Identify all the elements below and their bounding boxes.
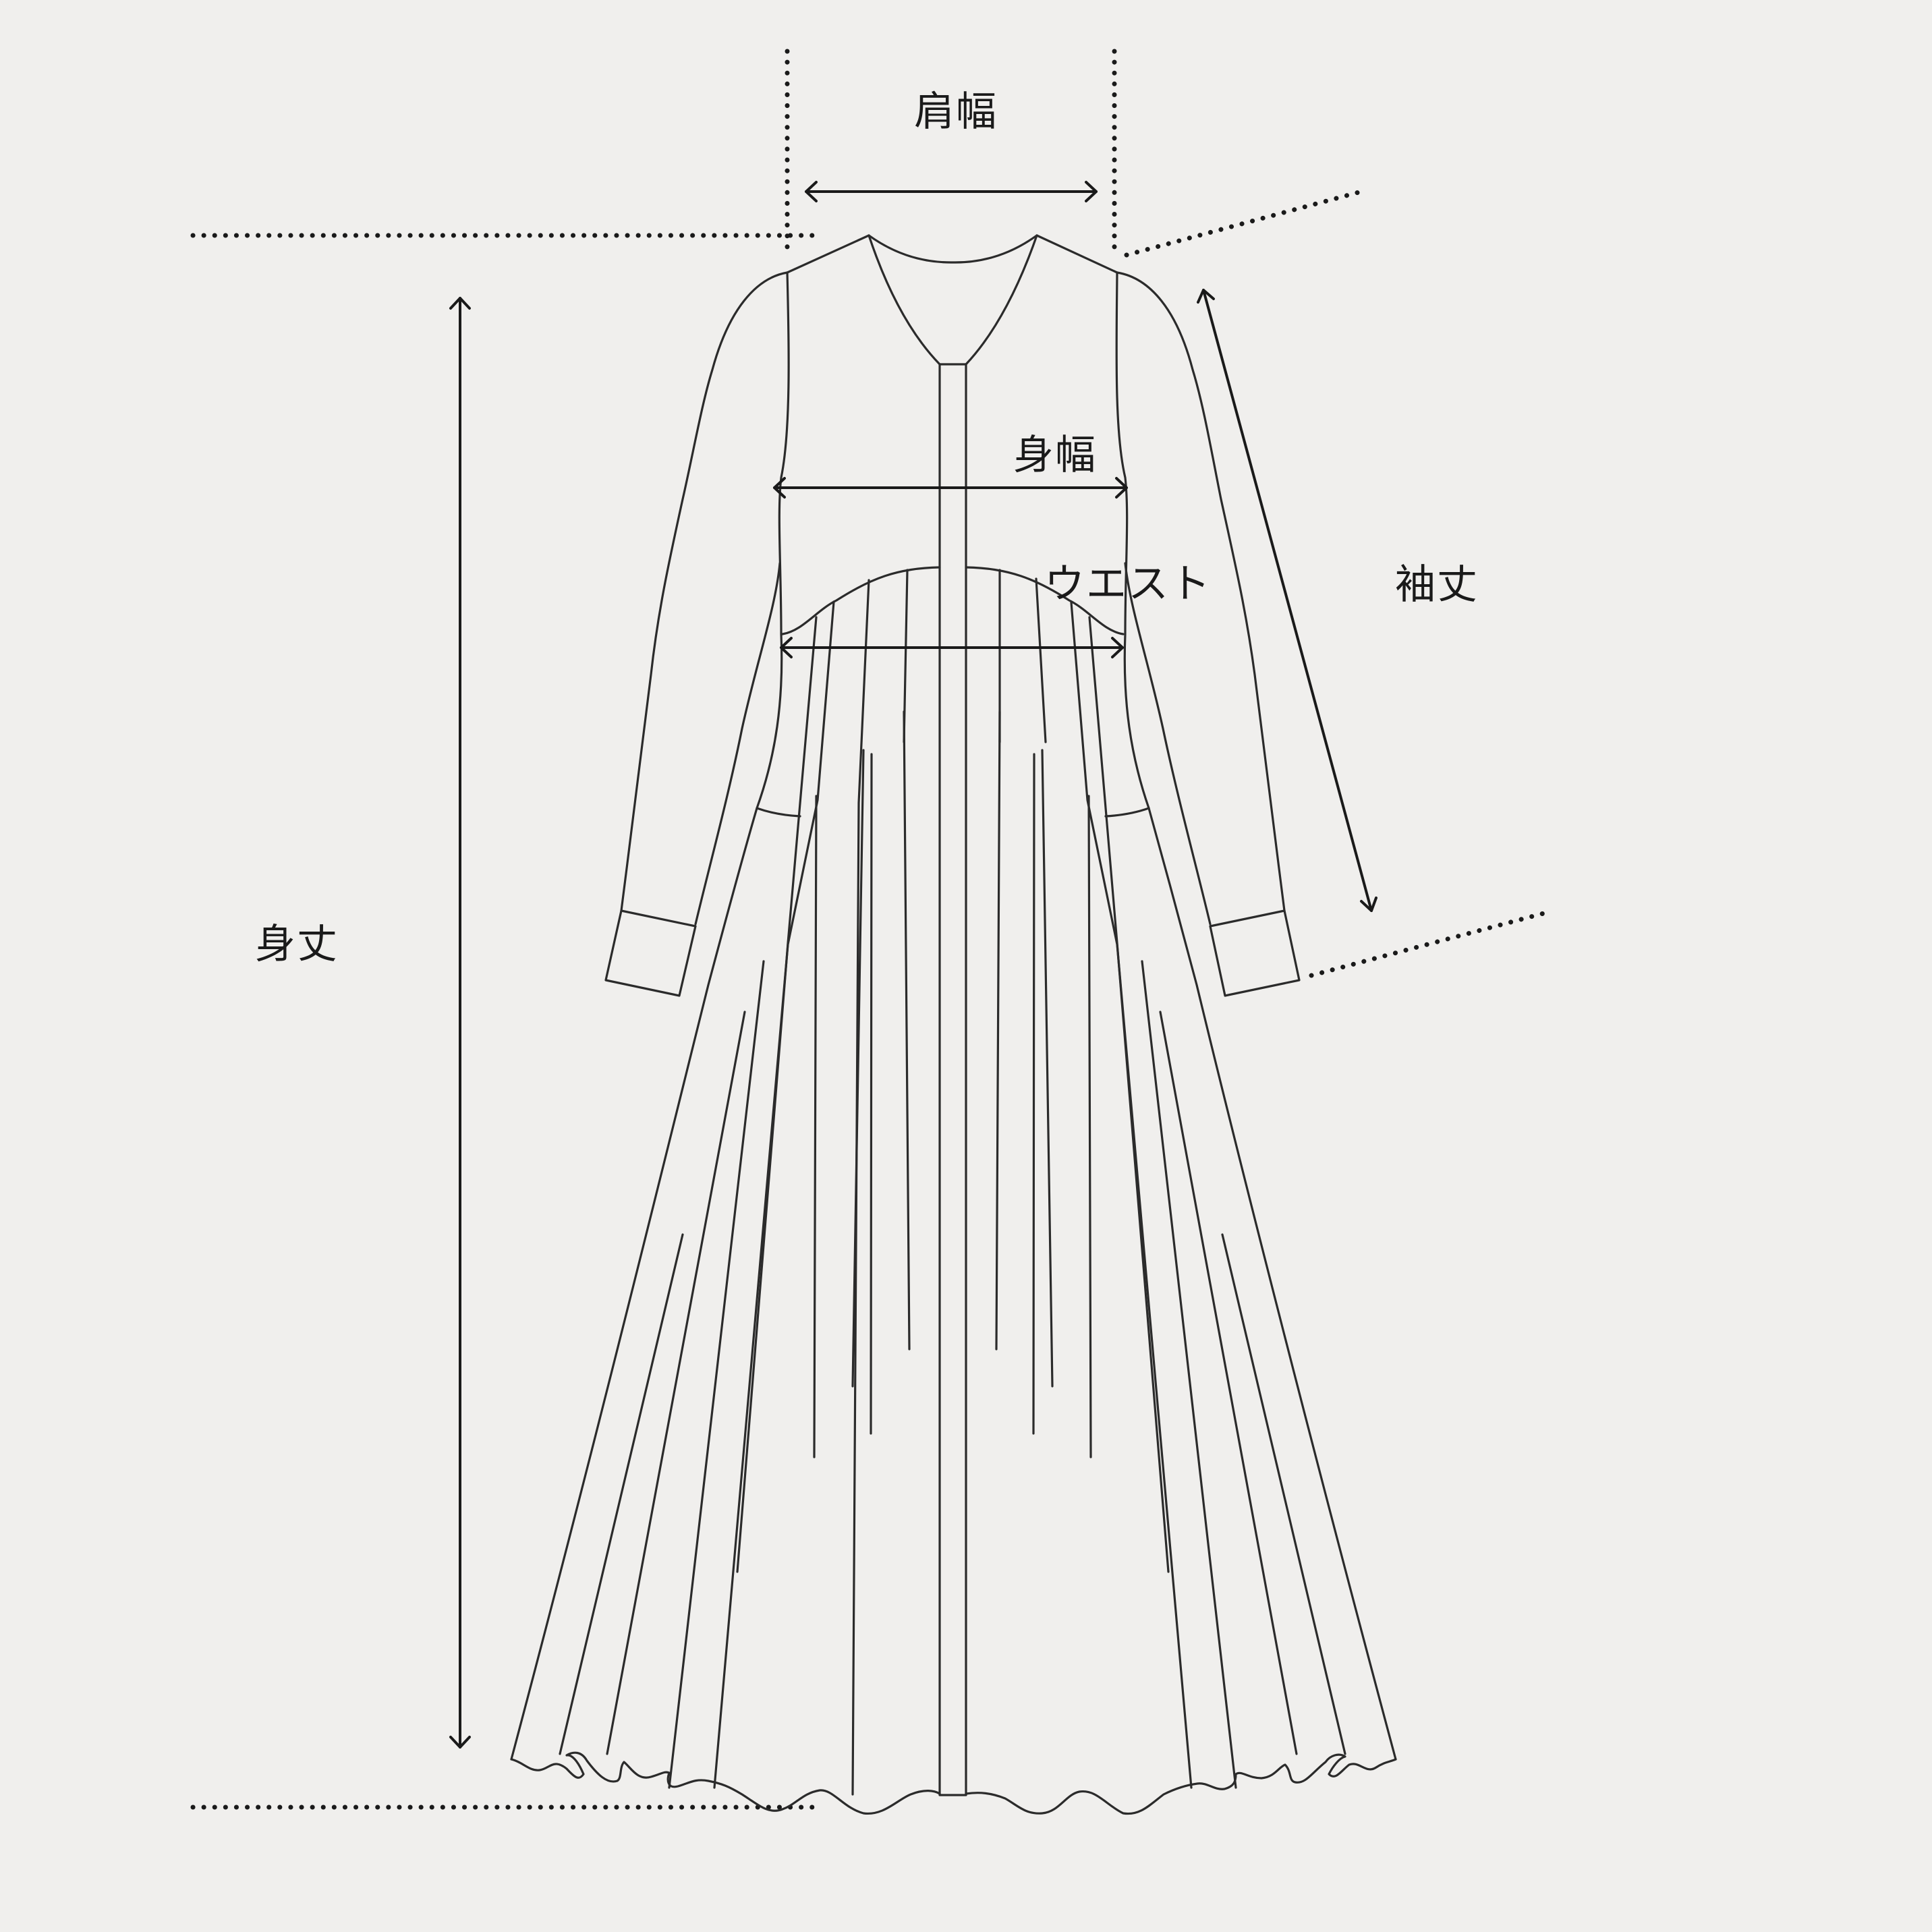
skirt-right-side: [1147, 807, 1397, 1761]
sleeve-length-label: 袖丈: [1395, 561, 1479, 608]
pleat-line: [851, 749, 865, 1388]
front-placket: [938, 363, 967, 1796]
right-sleeve-outer: [1116, 271, 1286, 912]
pleat-line: [995, 710, 1001, 1351]
waist-seam-left: [781, 566, 941, 635]
guide-sleeve-bottom: [1309, 911, 1546, 978]
left-pocket: [756, 807, 801, 818]
right-bodice-side: [1115, 271, 1150, 809]
left-shoulder-line: [786, 234, 870, 274]
pleat-line: [713, 600, 835, 1789]
pleat-line: [1159, 1011, 1298, 1755]
waist-arrow: [780, 637, 1124, 658]
measurement-arrows: [449, 181, 1377, 1749]
left-cuff: [604, 909, 697, 997]
guide-sleeve-top: [1124, 189, 1364, 258]
shoulder-width-label: 肩幅: [914, 88, 998, 136]
pleat-line: [1088, 616, 1170, 1573]
right-pocket: [1104, 807, 1150, 818]
pleat-line: [1221, 1233, 1346, 1755]
pleat-line: [870, 753, 873, 1435]
dress-illustration: [510, 234, 1397, 1815]
pleat-line: [1041, 749, 1054, 1388]
pleat-line: [903, 710, 911, 1351]
guide-lines: [190, 49, 1546, 1810]
right-shoulder-line: [1035, 234, 1118, 274]
pleat-line: [851, 579, 870, 1796]
pleat-line: [1032, 753, 1035, 1435]
body-length-arrow: [449, 297, 471, 1749]
chest-width-arrow: [773, 477, 1128, 499]
right-sleeve-inner: [1124, 562, 1212, 926]
pleat-line: [1070, 601, 1193, 1789]
pleat-line: [813, 795, 818, 1458]
back-neckline: [868, 234, 1038, 264]
v-neckline-right: [965, 234, 1038, 366]
pleat-line: [1087, 795, 1092, 1458]
left-sleeve-outer: [620, 271, 789, 912]
body-length-label: 身丈: [255, 921, 339, 968]
skirt-left-side: [510, 807, 758, 1761]
pleat-line: [559, 1233, 684, 1755]
right-cuff: [1209, 909, 1301, 997]
skirt-pleats: [559, 569, 1346, 1796]
chest-width-label: 身幅: [1013, 432, 1097, 479]
pleat-line: [668, 960, 765, 1789]
sleeve-length-arrow: [1197, 289, 1377, 912]
ruffled-hem: [510, 1751, 1397, 1815]
shoulder-width-arrow: [805, 181, 1098, 202]
left-bodice-side: [756, 271, 790, 809]
pleat-line: [1035, 577, 1047, 743]
v-neckline-left: [868, 234, 941, 366]
left-sleeve-inner: [694, 562, 781, 926]
pleat-line: [1141, 960, 1237, 1789]
pleat-line: [606, 1011, 746, 1755]
waist-label: ウエスト: [1044, 561, 1212, 608]
